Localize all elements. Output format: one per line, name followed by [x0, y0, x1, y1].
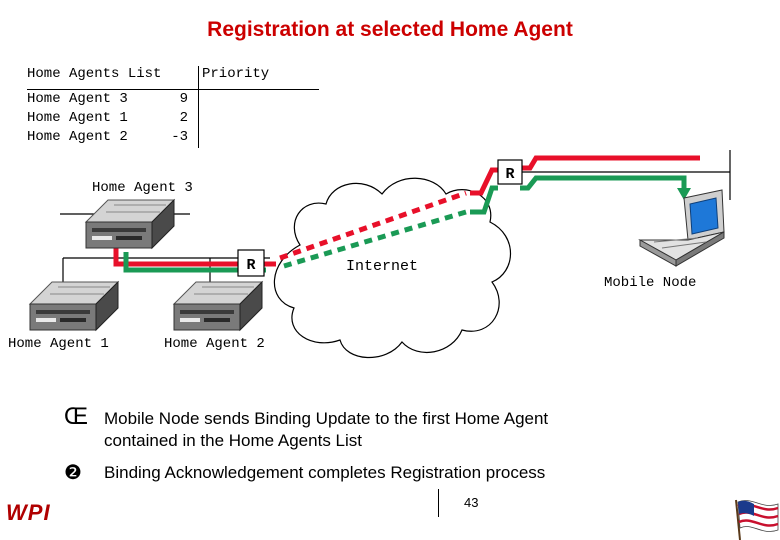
bullet-text-2: Binding Acknowledgement completes Regist… — [104, 463, 546, 482]
label-home-agent-2: Home Agent 2 — [164, 336, 265, 352]
bullet-symbol-1: Œ — [64, 403, 88, 430]
green-path — [520, 175, 687, 194]
label-internet: Internet — [346, 258, 418, 275]
table-row-agent: Home Agent 3 — [27, 91, 128, 107]
label-mobile-node: Mobile Node — [604, 275, 696, 291]
table-row-priority: 9 — [179, 91, 188, 107]
router-box-left — [237, 249, 265, 277]
internet-cloud — [273, 177, 512, 359]
wpi-logo: WPI — [6, 500, 51, 525]
us-flag-icon — [735, 499, 779, 540]
slide-title: Registration at selected Home Agent — [207, 18, 573, 41]
green-arrowhead — [677, 188, 691, 200]
red-path — [522, 155, 700, 171]
router-label: R — [246, 257, 255, 274]
red-path — [470, 167, 500, 196]
label-home-agent-1: Home Agent 1 — [8, 336, 109, 352]
green-path — [470, 185, 498, 215]
server-home-agent-1 — [29, 281, 119, 331]
table-row-agent: Home Agent 2 — [27, 129, 128, 145]
bullet-symbol-2: ❷ — [64, 462, 82, 484]
router-label: R — [505, 166, 514, 183]
table-header-rule — [27, 89, 319, 90]
table-header-list: Home Agents List — [27, 66, 162, 82]
table-header-priority: Priority — [202, 66, 270, 82]
server-home-agent-2 — [173, 281, 263, 331]
router-box-top — [497, 159, 523, 185]
red-path-dashed — [279, 190, 467, 261]
table-row-priority: -3 — [171, 129, 188, 145]
footer-rule — [438, 489, 439, 517]
bullet-text-1: Mobile Node sends Binding Update to the … — [104, 409, 549, 450]
server-home-agent-3 — [85, 199, 175, 249]
page-number: 43 — [464, 495, 479, 510]
table-row-agent: Home Agent 1 — [27, 110, 128, 126]
table-column-rule — [198, 66, 199, 148]
label-home-agent-3: Home Agent 3 — [92, 180, 193, 196]
green-path-dashed — [283, 209, 467, 269]
table-row-priority: 2 — [179, 110, 188, 126]
laptop-mobile-node — [638, 189, 725, 267]
green-path — [123, 252, 266, 273]
